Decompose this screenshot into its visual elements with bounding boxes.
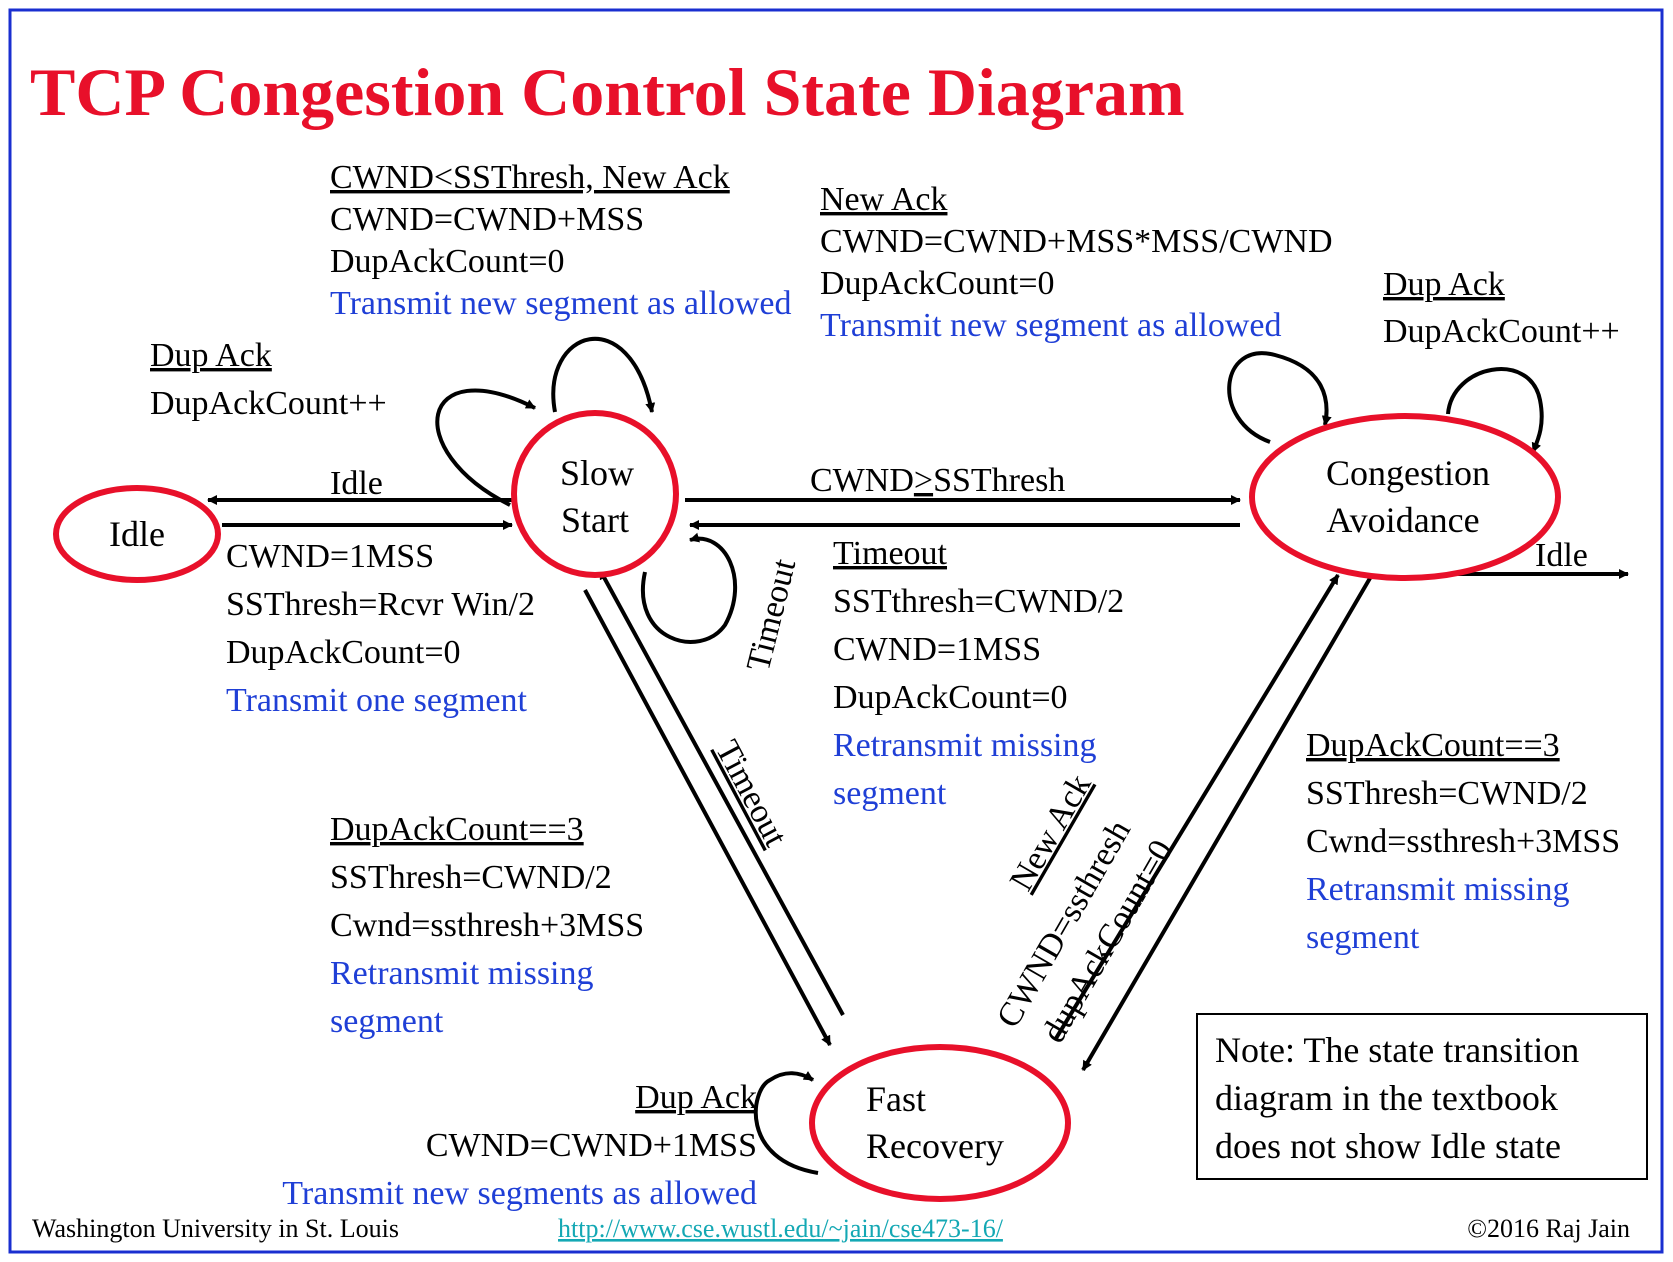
ss-new-ack-action-2: DupAckCount=0 xyxy=(330,243,565,280)
loop-fr-dup-ack xyxy=(753,1071,819,1175)
idle-to-ss-action-1: CWND=1MSS xyxy=(226,538,434,575)
footer-link[interactable]: http://www.cse.wustl.edu/~jain/cse473-16… xyxy=(558,1214,1004,1243)
ca-to-ss-note-2: segment xyxy=(833,775,947,812)
ss-to-fr-event: DupAckCount==3 xyxy=(330,811,584,848)
ss-to-fr-note-2: segment xyxy=(330,1003,444,1040)
footer-institution: Washington University in St. Louis xyxy=(32,1214,399,1243)
ca-to-fr-action-2: Cwnd=ssthresh+3MSS xyxy=(1306,823,1620,860)
ss-new-ack-note: Transmit new segment as allowed xyxy=(330,285,791,322)
ca-to-ss-action-2: CWND=1MSS xyxy=(833,631,1041,668)
ca-to-fr-event: DupAckCount==3 xyxy=(1306,727,1560,764)
ca-to-fr-action-1: SSThresh=CWND/2 xyxy=(1306,775,1588,812)
label-ss-dup-ack: Dup Ack DupAckCount++ xyxy=(150,337,387,422)
arrow-fr-to-ss xyxy=(598,569,845,1016)
note-line-1: Note: The state transition xyxy=(1215,1030,1579,1070)
ca-dup-ack-event: Dup Ack xyxy=(1383,266,1505,303)
label-idle-to-ss: CWND=1MSS SSThresh=Rcvr Win/2 DupAckCoun… xyxy=(226,538,535,719)
loop-ca-dup-ack xyxy=(1446,367,1544,453)
label-ca-new-ack: New Ack CWND=CWND+MSS*MSS/CWND DupAckCou… xyxy=(820,181,1333,344)
state-slow-start-label-2: Start xyxy=(561,500,629,540)
state-congestion-avoidance-label-1: Congestion xyxy=(1326,453,1490,493)
idle-to-ss-note: Transmit one segment xyxy=(226,682,528,719)
state-slow-start[interactable]: Slow Start xyxy=(511,410,679,578)
state-slow-start-outline xyxy=(511,410,679,578)
footer-copyright: ©2016 Raj Jain xyxy=(1467,1214,1630,1243)
ca-new-ack-action-2: DupAckCount=0 xyxy=(820,265,1055,302)
note-line-2: diagram in the textbook xyxy=(1215,1078,1558,1118)
state-congestion-avoidance-outline xyxy=(1249,413,1561,581)
state-slow-start-label-1: Slow xyxy=(560,453,634,493)
state-idle-outline xyxy=(53,485,221,583)
fr-dup-ack-note: Transmit new segments as allowed xyxy=(282,1175,757,1212)
ca-dup-ack-action: DupAckCount++ xyxy=(1383,313,1620,350)
state-fast-recovery[interactable]: Fast Recovery xyxy=(809,1044,1071,1202)
state-idle-label: Idle xyxy=(109,514,165,554)
ca-new-ack-event: New Ack xyxy=(820,181,947,218)
ca-to-fr-note-2: segment xyxy=(1306,919,1420,956)
label-ca-dup-ack: Dup Ack DupAckCount++ xyxy=(1383,266,1620,350)
ss-new-ack-action-1: CWND=CWND+MSS xyxy=(330,201,644,238)
ss-to-fr-action-2: Cwnd=ssthresh+3MSS xyxy=(330,907,644,944)
ss-to-ca-operator: > xyxy=(914,462,933,499)
ss-timeout-self-label: Timeout xyxy=(740,555,804,675)
ca-to-ss-note-1: Retransmit missing xyxy=(833,727,1097,764)
arrow-fr-to-ca xyxy=(1053,573,1340,1042)
state-idle[interactable]: Idle xyxy=(53,485,221,583)
loop-ss-dup-ack xyxy=(435,388,536,507)
ss-dup-ack-action: DupAckCount++ xyxy=(150,385,387,422)
ss-new-ack-event: CWND<SSThresh, New Ack xyxy=(330,159,730,196)
loop-ca-new-ack xyxy=(1227,351,1332,444)
loop-ss-new-ack xyxy=(551,336,656,413)
ss-to-ca-suffix: SSThresh xyxy=(933,462,1065,499)
arrow-ca-to-fr xyxy=(1081,571,1375,1072)
ss-to-fr-action-1: SSThresh=CWND/2 xyxy=(330,859,612,896)
ss-to-ca-label: CWND>SSThresh xyxy=(810,462,1065,499)
state-fast-recovery-label-1: Fast xyxy=(866,1079,926,1119)
arrow-ss-to-fr xyxy=(583,589,832,1046)
ca-to-ss-action-1: SSTthresh=CWND/2 xyxy=(833,583,1124,620)
note-box: Note: The state transition diagram in th… xyxy=(1196,1013,1648,1180)
state-fast-recovery-outline xyxy=(809,1044,1071,1202)
idle-to-ss-action-3: DupAckCount=0 xyxy=(226,634,461,671)
ca-new-ack-note: Transmit new segment as allowed xyxy=(820,307,1281,344)
loop-ss-timeout xyxy=(641,532,737,644)
state-fast-recovery-label-2: Recovery xyxy=(866,1126,1004,1166)
transition-arrows xyxy=(207,336,1629,1175)
label-ss-to-fr: DupAckCount==3 SSThresh=CWND/2 Cwnd=ssth… xyxy=(330,811,644,1040)
ss-dup-ack-event: Dup Ack xyxy=(150,337,272,374)
note-line-3: does not show Idle state xyxy=(1215,1126,1561,1166)
idle-to-ss-action-2: SSThresh=Rcvr Win/2 xyxy=(226,586,535,623)
state-congestion-avoidance[interactable]: Congestion Avoidance xyxy=(1249,413,1561,581)
slide-frame xyxy=(8,8,1664,1254)
ca-new-ack-action-1: CWND=CWND+MSS*MSS/CWND xyxy=(820,223,1333,260)
fr-dup-ack-action: CWND=CWND+1MSS xyxy=(426,1127,757,1164)
ca-to-ss-event: Timeout xyxy=(833,535,948,572)
ca-to-fr-note-1: Retransmit missing xyxy=(1306,871,1570,908)
page-title: TCP Congestion Control State Diagram xyxy=(30,54,1185,130)
ss-to-fr-note-1: Retransmit missing xyxy=(330,955,594,992)
state-congestion-avoidance-label-2: Avoidance xyxy=(1326,500,1479,540)
ca-to-idle-label: Idle xyxy=(1535,537,1588,574)
fr-dup-ack-event: Dup Ack xyxy=(635,1079,757,1116)
note-box-border xyxy=(1196,1013,1648,1180)
label-ca-to-ss-timeout: Timeout SSTthresh=CWND/2 CWND=1MSS DupAc… xyxy=(833,535,1124,812)
ss-to-idle-label: Idle xyxy=(330,465,383,502)
ca-to-ss-action-3: DupAckCount=0 xyxy=(833,679,1068,716)
label-ss-new-ack: CWND<SSThresh, New Ack CWND=CWND+MSS Dup… xyxy=(330,159,791,322)
ss-to-ca-prefix: CWND xyxy=(810,462,914,499)
label-ca-to-fr: DupAckCount==3 SSThresh=CWND/2 Cwnd=ssth… xyxy=(1306,727,1620,956)
label-fr-dup-ack: Dup Ack CWND=CWND+1MSS Transmit new segm… xyxy=(282,1079,757,1212)
label-fr-to-ca: New Ack CWND=ssthresh dupAckCount=0 xyxy=(990,768,1181,1049)
